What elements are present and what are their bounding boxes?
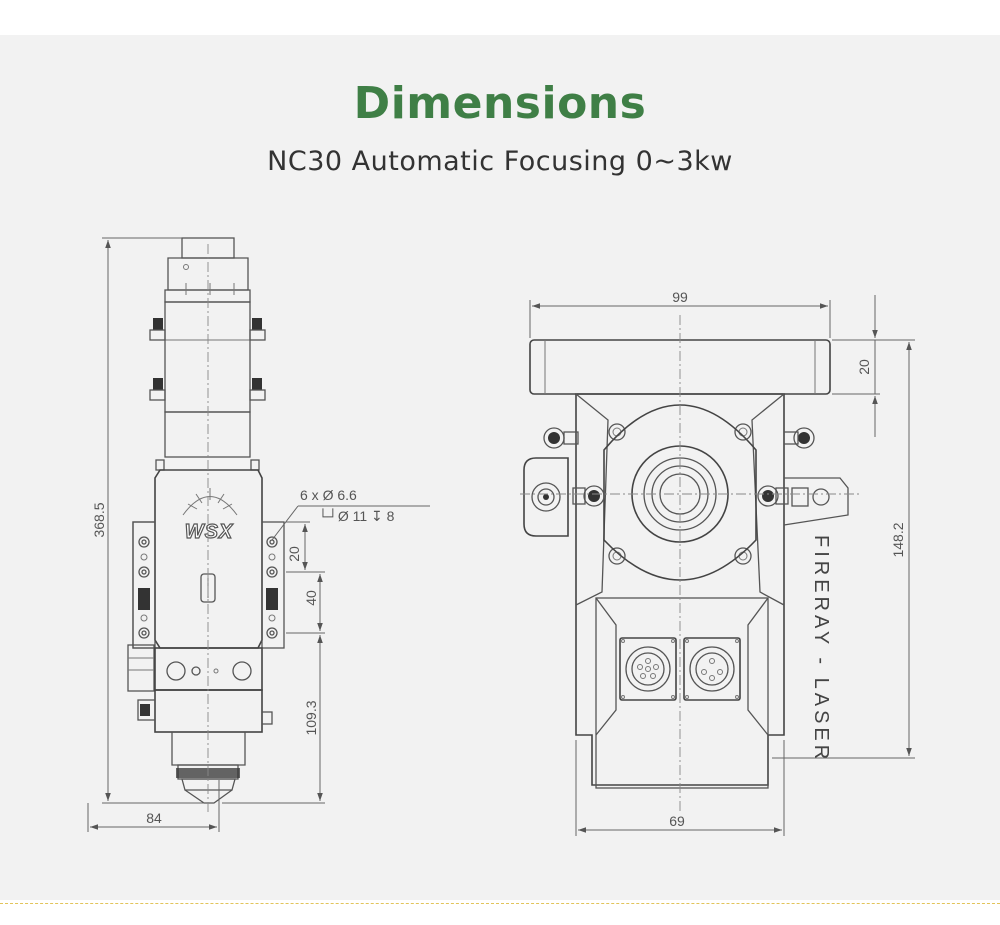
page-subtitle: NC30 Automatic Focusing 0~3kw <box>267 146 733 177</box>
corner-screws <box>608 423 752 565</box>
dim-width: 84 <box>146 810 162 826</box>
hole-spec: 6 x Ø 6.6 <box>300 487 357 503</box>
brand-label: FIRERAY - LASER <box>810 535 832 763</box>
mounting-holes <box>138 536 278 639</box>
dim-bottom-width: 69 <box>669 813 685 829</box>
side-view: WSX <box>127 237 285 812</box>
dim-top-width: 99 <box>672 289 688 305</box>
side-view-dimensions: 368.5 84 20 40 109.3 6 x Ø 6.6 └┘Ø 11 ↧ … <box>87 237 430 832</box>
section-divider <box>0 903 1000 904</box>
dim-lower-height: 109.3 <box>303 700 319 735</box>
wsx-logo: WSX <box>182 488 238 544</box>
dim-body-height: 148.2 <box>890 522 906 557</box>
content-panel <box>0 35 1000 900</box>
front-view: FIRERAY - LASER <box>520 315 860 812</box>
dim-total-height: 368.5 <box>91 502 107 537</box>
dim-hole-spacing-b: 40 <box>303 590 319 606</box>
logo-text: WSX <box>185 521 234 543</box>
electrical-connectors <box>619 637 741 701</box>
counterbore-spec: └┘Ø 11 ↧ 8 <box>318 508 395 524</box>
tube-clamp-knobs <box>149 318 266 471</box>
front-view-dimensions: 99 20 148.2 69 <box>529 289 915 836</box>
dim-hole-spacing-a: 20 <box>286 546 302 562</box>
page-title: Dimensions <box>353 78 647 129</box>
dim-top-height: 20 <box>856 359 872 375</box>
side-knobs <box>543 427 815 507</box>
